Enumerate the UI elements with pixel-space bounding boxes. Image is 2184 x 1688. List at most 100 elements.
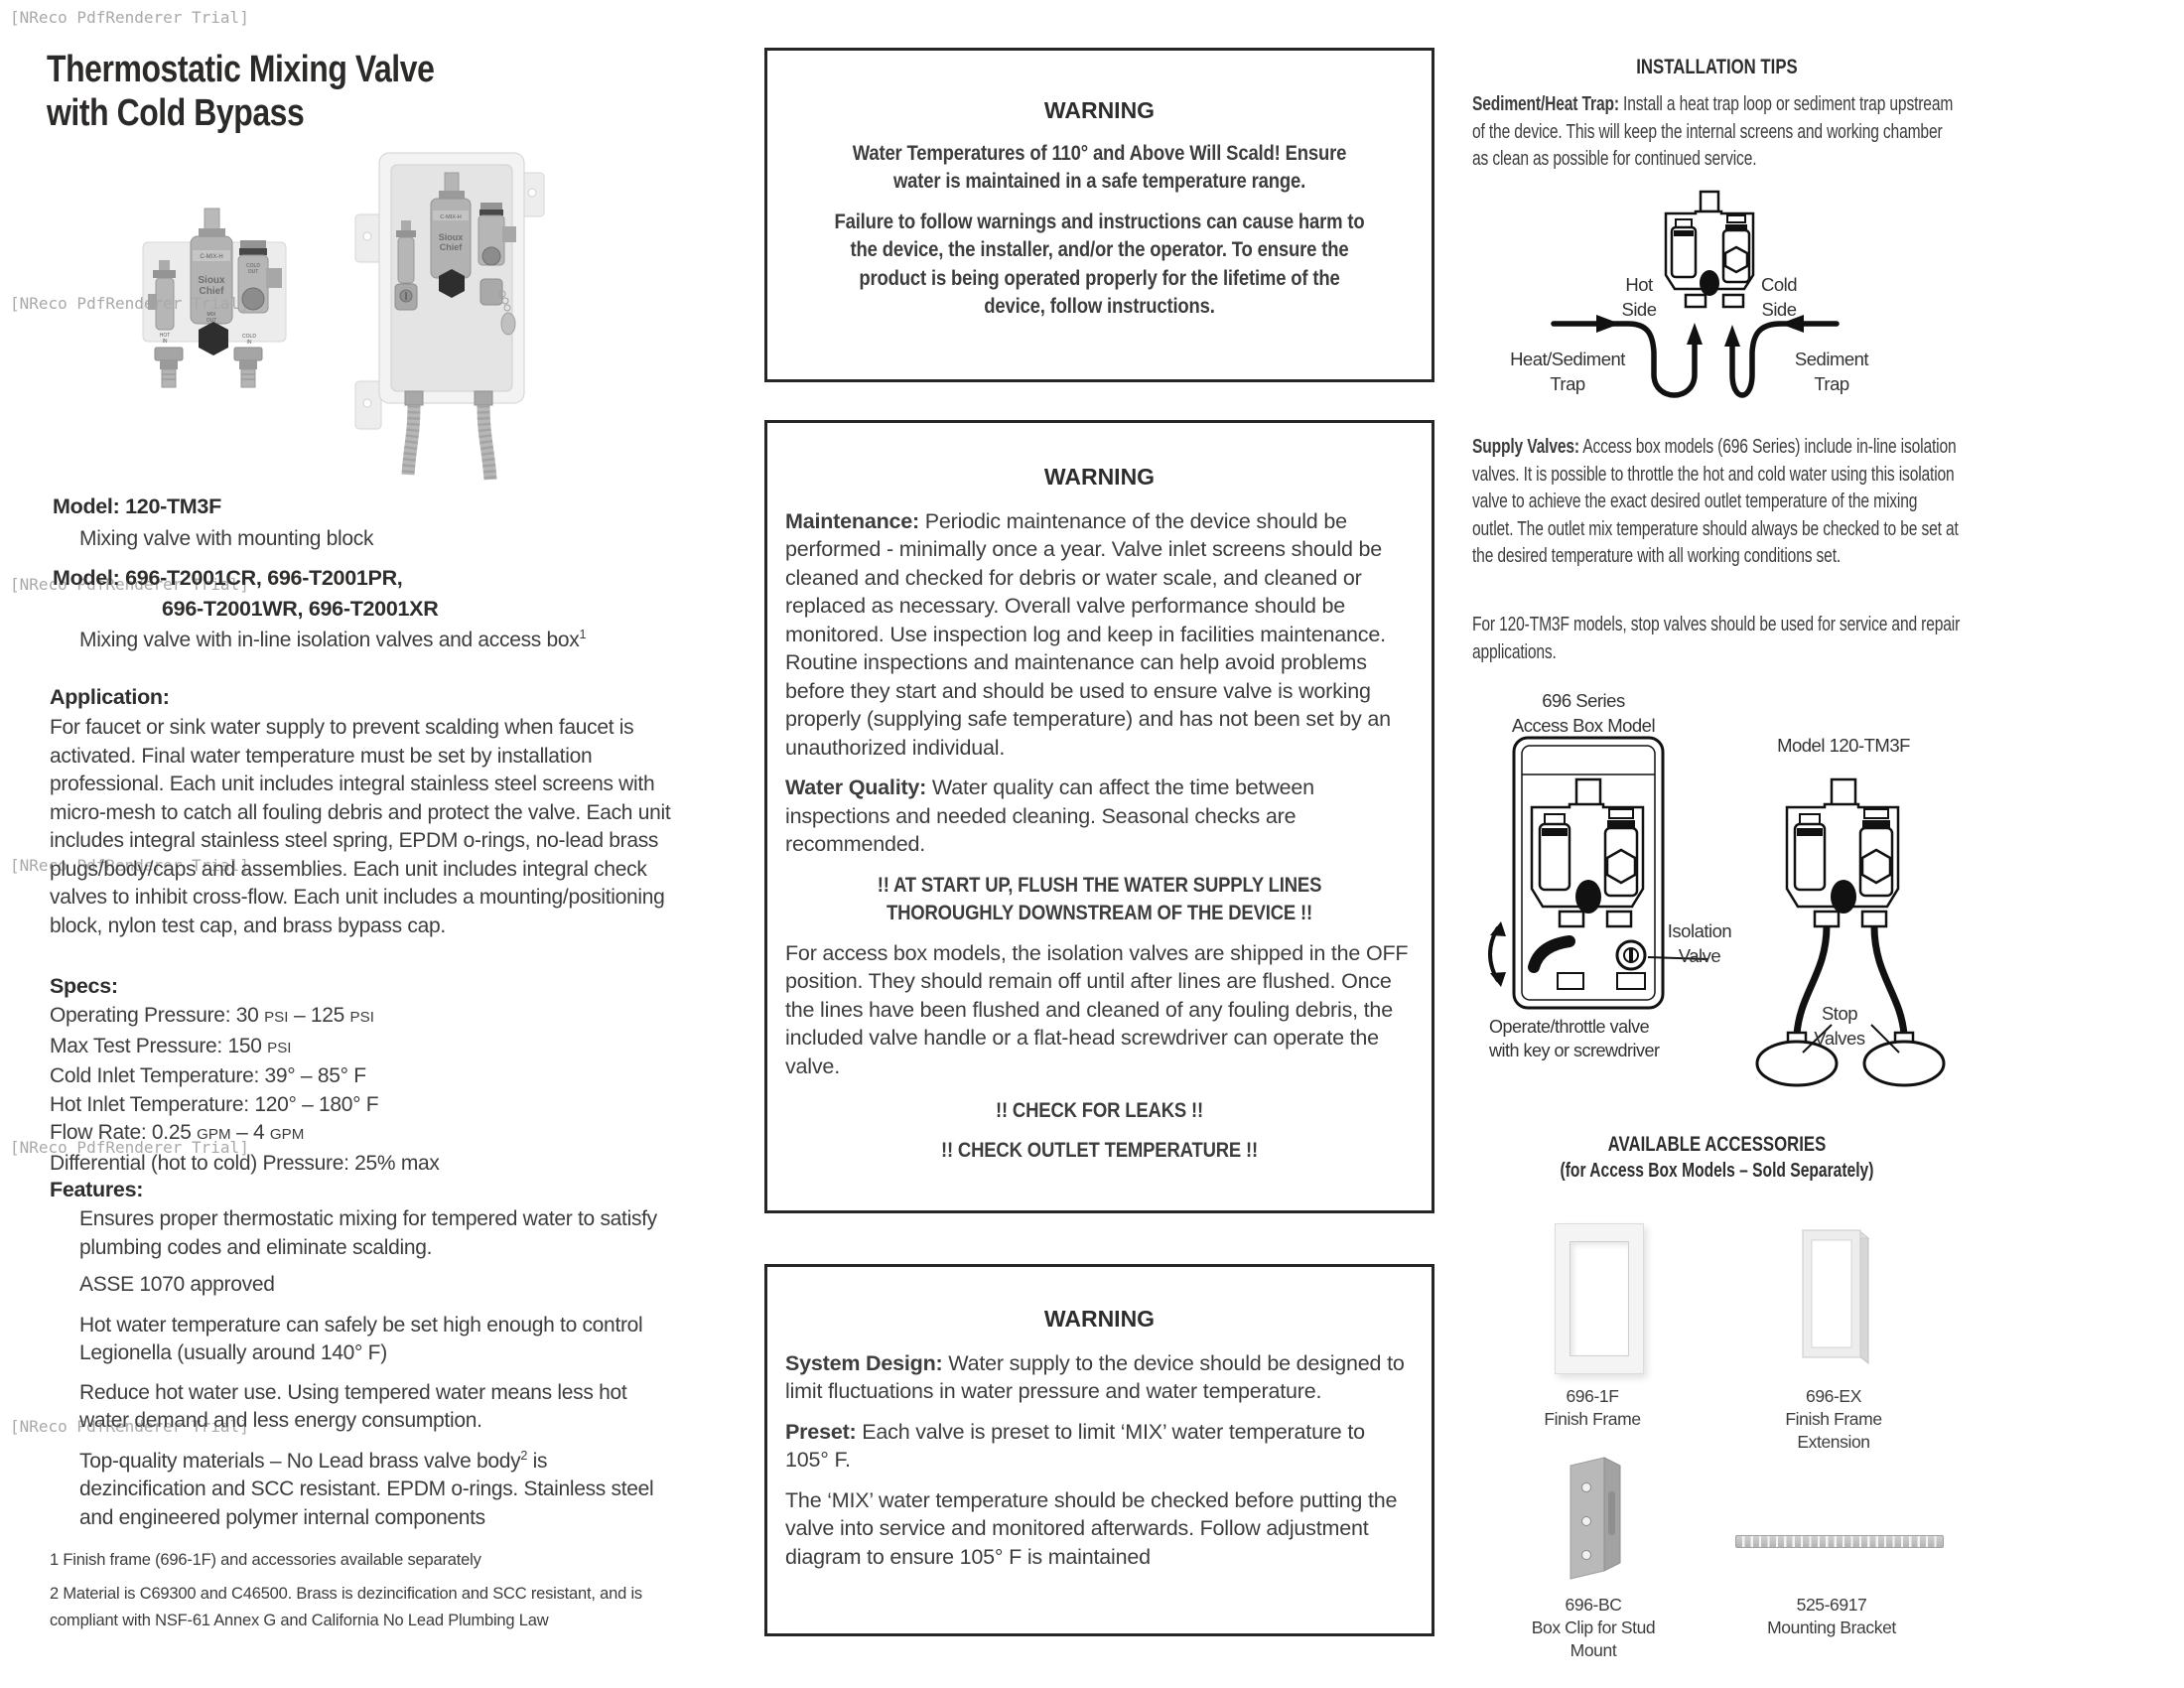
finish-frame-caption: 696-1F Finish Frame xyxy=(1543,1385,1642,1431)
feature-item: ASSE 1070 approved xyxy=(79,1271,667,1300)
stop-valves-paragraph: For 120-TM3F models, stop valves should … xyxy=(1472,614,1961,663)
features-heading: Features: xyxy=(50,1178,144,1201)
isolation-valve-label: Isolation Valve xyxy=(1667,920,1732,966)
spec-max-test-pressure: Max Test Pressure: 150 PSI xyxy=(50,1033,440,1063)
water-quality-paragraph: Water Quality: Water quality can affect … xyxy=(785,774,1414,859)
accessory-name: Finish Frame xyxy=(1544,1409,1641,1429)
spec-text: – 4 xyxy=(230,1121,270,1144)
warning-box-maintenance: WARNING Maintenance: Periodic maintenanc… xyxy=(764,420,1434,1213)
accessory-code: 696-EX xyxy=(1806,1386,1861,1406)
spec-differential-pressure: Differential (hot to cold) Pressure: 25%… xyxy=(50,1150,440,1179)
product-photo-access-box: C-MIX-H Sioux Chief xyxy=(354,152,545,481)
preset-paragraph: Preset: Each valve is preset to limit ‘M… xyxy=(785,1418,1414,1475)
watermark-text: [NReco PdfRenderer Trial] xyxy=(10,1138,249,1157)
warning-follow-instructions-text: Failure to follow warnings and instructi… xyxy=(834,209,1365,319)
accessory-name: Finish Frame Extension xyxy=(1785,1409,1882,1452)
sediment-heat-trap-paragraph: Sediment/Heat Trap: Install a heat trap … xyxy=(1472,91,1962,174)
valve-top-label: C-MIX-H xyxy=(200,254,222,260)
cold-in-label: COLD xyxy=(242,334,256,340)
cold-out-label: OUT xyxy=(248,269,259,275)
watermark-text: [NReco PdfRenderer Trial] xyxy=(10,575,249,594)
flush-callout: !! AT START UP, FLUSH THE WATER SUPPLY L… xyxy=(877,872,1322,925)
spec-text: Max Test Pressure: 150 xyxy=(50,1034,268,1057)
spec-unit: PSI xyxy=(267,1039,292,1056)
supply-valves-text: Access box models (696 Series) include i… xyxy=(1472,436,1959,567)
model-696-line2: 696-T2001WR, 696-T2001XR xyxy=(162,597,439,621)
caption-line2: Access Box Model xyxy=(1511,715,1656,736)
spec-cold-inlet-temp: Cold Inlet Temperature: 39° – 85° F xyxy=(50,1062,440,1091)
heat-trap-diagram xyxy=(1551,190,1840,398)
hot-side-label: Hot Side xyxy=(1621,274,1657,320)
brand-line1: Sioux xyxy=(198,275,225,286)
brand-line1: Sioux xyxy=(439,232,464,242)
check-outlet-callout: !! CHECK OUTLET TEMPERATURE !! xyxy=(940,1137,1259,1162)
accessory-name: Box Clip for Stud Mount xyxy=(1531,1618,1656,1660)
specs-heading: Specs: xyxy=(50,974,118,998)
feature-text: Reduce hot water use. Using tempered wat… xyxy=(79,1380,627,1433)
feature-item: Hot water temperature can safely be set … xyxy=(79,1312,667,1368)
cold-in-label: IN xyxy=(247,340,252,346)
brand-line2: Chief xyxy=(440,242,464,252)
watermark-text: [NReco PdfRenderer Trial] xyxy=(10,8,249,27)
page-title-line2: with Cold Bypass xyxy=(47,92,305,134)
warning-title: WARNING xyxy=(1043,464,1156,490)
product-photo-valve-mounting-block: C-MIX-H Sioux Chief MIX OUT HOT IN COLD … xyxy=(142,208,287,388)
spec-hot-inlet-temp: Hot Inlet Temperature: 120° – 180° F xyxy=(50,1091,440,1120)
supply-valves-lead: Supply Valves: xyxy=(1472,436,1579,458)
warning-scald-text: Water Temperatures of 110° and Above Wil… xyxy=(852,140,1347,194)
frame-extension-caption: 696-EX Finish Frame Extension xyxy=(1748,1385,1919,1454)
application-body: For faucet or sink water supply to preve… xyxy=(50,716,671,937)
stop-valves-label: Stop Valves xyxy=(1814,1003,1865,1049)
mix-check-paragraph: The ‘MIX’ water temperature should be ch… xyxy=(785,1487,1398,1569)
spec-unit: PSI xyxy=(349,1009,374,1026)
features-list: Ensures proper thermostatic mixing for t… xyxy=(79,1205,667,1532)
footnote-2: 2 Material is C69300 and C46500. Brass i… xyxy=(50,1585,642,1629)
hot-in-label: HOT xyxy=(160,333,171,339)
valve-top-label: C-MIX-H xyxy=(440,214,461,220)
model-696-line1: Model: 696-T2001CR, 696-T2001PR, xyxy=(53,566,403,590)
spec-text: Cold Inlet Temperature: 39° – 85° F xyxy=(50,1064,366,1087)
feature-item: Top-quality materials – No Lead brass va… xyxy=(79,1448,667,1533)
feature-text: Hot water temperature can safely be set … xyxy=(79,1313,643,1365)
water-quality-text: Water quality can affect the time betwee… xyxy=(785,775,1314,856)
warning-box-scald: WARNING Water Temperatures of 110° and A… xyxy=(764,48,1434,382)
application-heading: Application: xyxy=(50,685,170,709)
maintenance-text: Periodic maintenance of the device shoul… xyxy=(785,508,1391,760)
system-design-lead: System Design: xyxy=(785,1350,943,1375)
caption-line1: 696 Series xyxy=(1542,690,1625,711)
accessory-photo-mounting-bracket xyxy=(1735,1535,1944,1548)
isolation-stop-valves-diagram xyxy=(1488,736,1946,1087)
cold-side-label: Cold Side xyxy=(1760,274,1798,320)
spec-text: Hot Inlet Temperature: 120° – 180° F xyxy=(50,1092,379,1116)
sediment-trap-label: Sediment Trap xyxy=(1794,349,1869,394)
model-120-tm3f-desc: Mixing valve with mounting block xyxy=(79,527,374,550)
accessories-subtitle: (for Access Box Models – Sold Separately… xyxy=(1560,1160,1874,1182)
installation-tips-heading: INSTALLATION TIPS xyxy=(1636,55,1798,78)
model-696-desc-text: Mixing valve with in-line isolation valv… xyxy=(79,629,580,651)
box-clip-caption: 696-BC Box Clip for Stud Mount xyxy=(1509,1594,1678,1662)
system-design-paragraph: System Design: Water supply to the devic… xyxy=(785,1349,1414,1406)
accessory-code: 696-1F xyxy=(1566,1386,1619,1406)
preset-lead: Preset: xyxy=(785,1419,857,1444)
footnote-ref-1: 1 xyxy=(579,628,587,641)
accessory-photo-frame-extension xyxy=(1801,1228,1870,1365)
finish-frame-opening xyxy=(1570,1241,1629,1356)
mounting-bracket-caption: 525-6917 Mounting Bracket xyxy=(1747,1594,1916,1639)
spec-unit: GPM xyxy=(269,1126,305,1143)
spec-text: Differential (hot to cold) Pressure: 25%… xyxy=(50,1151,440,1175)
accessory-code: 696-BC xyxy=(1565,1595,1622,1615)
watermark-text: [NReco PdfRenderer Trial] xyxy=(10,294,249,313)
warning-title: WARNING xyxy=(1043,1306,1156,1332)
page-title-line1: Thermostatic Mixing Valve xyxy=(47,49,435,90)
access-box-paragraph: For access box models, the isolation val… xyxy=(785,940,1409,1078)
sediment-heat-trap-text: Install a heat trap loop or sediment tra… xyxy=(1472,93,1954,170)
spec-flow-rate: Flow Rate: 0.25 GPM – 4 GPM xyxy=(50,1119,440,1150)
heat-sediment-trap-label: Heat/Sediment Trap xyxy=(1510,349,1625,394)
brand-line2: Chief xyxy=(200,286,225,297)
water-quality-lead: Water Quality: xyxy=(785,775,927,799)
model-120-tm3f: Model: 120-TM3F xyxy=(53,494,221,518)
spec-operating-pressure: Operating Pressure: 30 PSI – 125 PSI xyxy=(50,1002,440,1033)
feature-text: ASSE 1070 approved xyxy=(79,1273,275,1296)
hot-in-label: IN xyxy=(163,339,168,345)
